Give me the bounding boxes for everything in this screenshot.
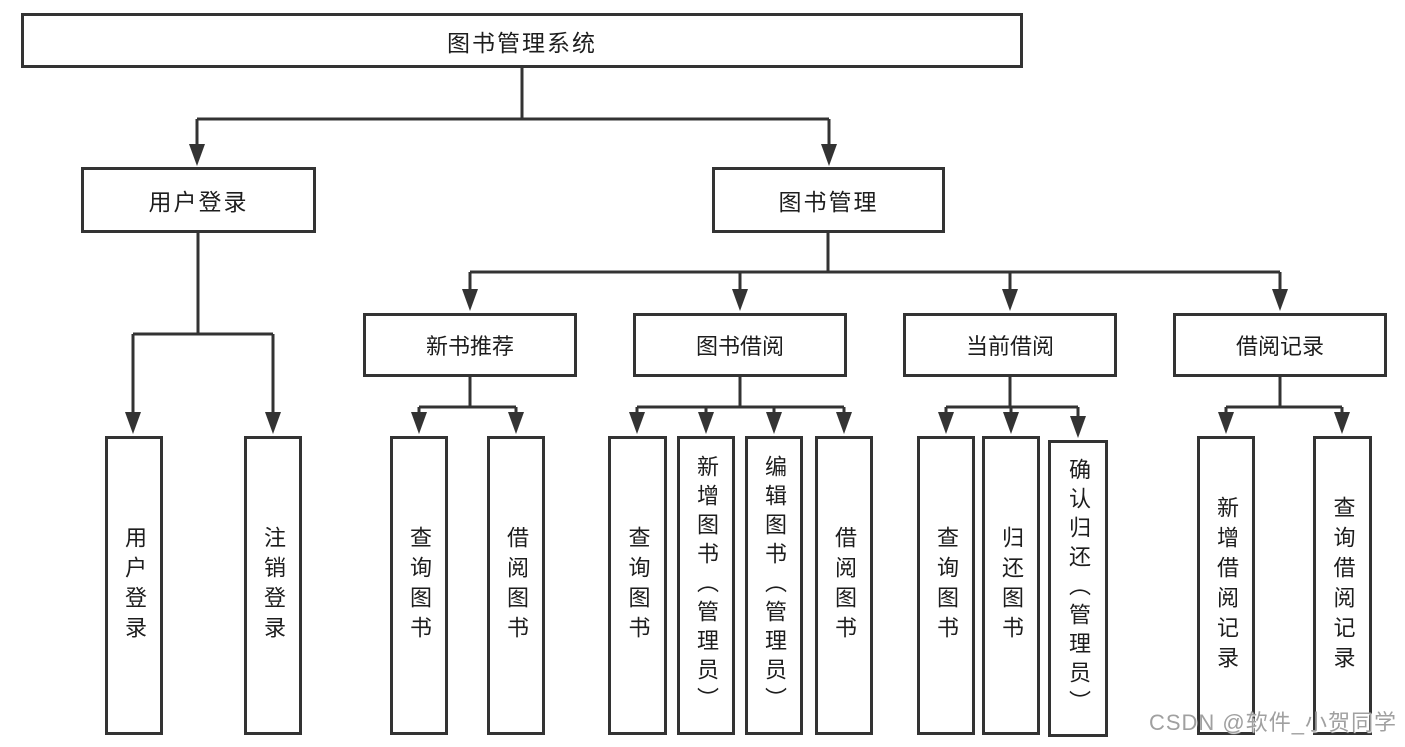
leaf-logout: 注销登录 — [244, 436, 302, 735]
connector-bookmgmt-to-level3 — [468, 232, 1282, 295]
node-current-borrow: 当前借阅 — [903, 313, 1117, 377]
node-borrow-records-label: 借阅记录 — [1235, 334, 1324, 359]
node-user-login: 用户登录 — [81, 167, 316, 233]
node-borrow-records: 借阅记录 — [1173, 313, 1387, 377]
leaf-current-confirm-return-admin-label: 确认归还（管理员） — [1066, 458, 1091, 719]
leaf-current-return-books: 归还图书 — [982, 436, 1040, 735]
leaf-records-query-record-label: 查询借阅记录 — [1330, 495, 1356, 676]
node-book-borrow: 图书借阅 — [633, 313, 847, 377]
node-root: 图书管理系统 — [21, 13, 1023, 68]
leaf-borrow-add-books-admin: 新增图书（管理员） — [677, 436, 735, 735]
node-current-borrow-label: 当前借阅 — [965, 334, 1054, 359]
leaf-newrec-borrow-books-label: 借阅图书 — [504, 525, 529, 646]
leaf-user-login-label: 用户登录 — [122, 525, 147, 646]
node-book-management-label: 图书管理 — [778, 189, 879, 215]
leaf-newrec-query-books: 查询图书 — [390, 436, 448, 735]
leaf-borrow-edit-books-admin: 编辑图书（管理员） — [745, 436, 803, 735]
arrowheads — [125, 144, 1350, 438]
connector-newbook-to-leaves — [417, 376, 518, 418]
node-root-label: 图书管理系统 — [447, 29, 597, 56]
leaf-records-add-record: 新增借阅记录 — [1197, 436, 1255, 735]
node-user-login-label: 用户登录 — [148, 189, 249, 215]
leaf-user-login: 用户登录 — [105, 436, 163, 735]
node-new-book-recommend-label: 新书推荐 — [425, 334, 514, 359]
leaf-current-query-books: 查询图书 — [917, 436, 975, 735]
connector-bookborrow-to-leaves — [635, 376, 846, 418]
leaf-borrow-query-books: 查询图书 — [608, 436, 667, 735]
leaf-borrow-borrow-books: 借阅图书 — [815, 436, 873, 735]
leaf-current-query-books-label: 查询图书 — [934, 525, 959, 646]
connector-root-to-level2 — [195, 68, 831, 150]
node-book-management: 图书管理 — [712, 167, 945, 233]
leaf-borrow-query-books-label: 查询图书 — [625, 525, 651, 646]
leaf-borrow-edit-books-admin-label: 编辑图书（管理员） — [762, 455, 787, 716]
leaf-records-query-record: 查询借阅记录 — [1313, 436, 1372, 735]
connector-records-to-leaves — [1224, 376, 1344, 418]
leaf-logout-label: 注销登录 — [261, 525, 286, 646]
leaf-current-return-books-label: 归还图书 — [999, 525, 1024, 646]
leaf-borrow-add-books-admin-label: 新增图书（管理员） — [694, 455, 719, 716]
leaf-newrec-borrow-books: 借阅图书 — [487, 436, 545, 735]
leaf-current-confirm-return-admin: 确认归还（管理员） — [1048, 440, 1108, 737]
leaf-newrec-query-books-label: 查询图书 — [407, 525, 432, 646]
leaf-borrow-borrow-books-label: 借阅图书 — [832, 525, 857, 646]
leaf-records-add-record-label: 新增借阅记录 — [1214, 495, 1239, 676]
watermark-text: CSDN @软件_小贺同学 — [1148, 710, 1397, 735]
node-book-borrow-label: 图书借阅 — [695, 334, 784, 359]
node-new-book-recommend: 新书推荐 — [363, 313, 577, 377]
connector-userlogin-to-leaves — [131, 232, 275, 418]
